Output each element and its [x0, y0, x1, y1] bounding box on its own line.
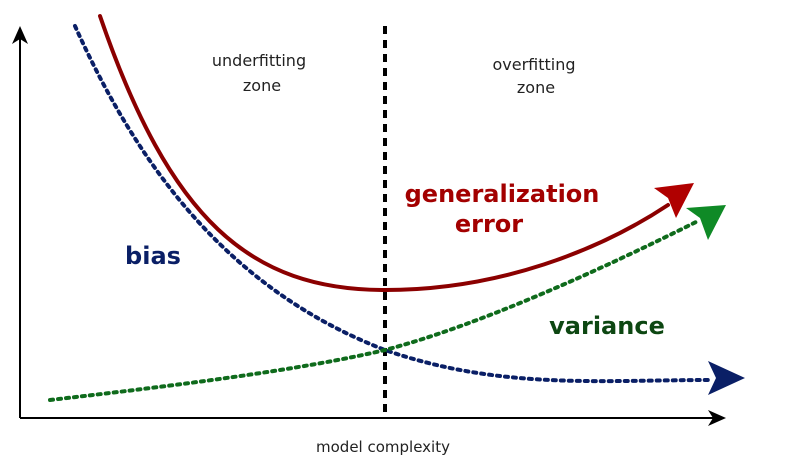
generalization-error-label-line2: error [455, 210, 523, 238]
underfitting-zone-label-line2: zone [243, 76, 281, 95]
generalization-error-curve [98, 14, 670, 293]
bias-label: bias [125, 242, 181, 270]
overfitting-zone-label-line2: zone [517, 78, 555, 97]
underfitting-zone-label: underfitting [212, 51, 306, 70]
bias-curve [73, 24, 714, 384]
x-axis-label: model complexity [316, 438, 450, 456]
variance-arrow-icon [686, 205, 726, 240]
generalization-error-label: generalization [405, 180, 600, 208]
x-axis-arrow-icon [708, 410, 726, 426]
variance-curve [48, 220, 698, 402]
y-axis-arrow-icon [12, 26, 28, 44]
bias-arrow-icon [708, 361, 745, 395]
generalization-error-arrow-icon [654, 183, 694, 218]
overfitting-zone-label: overfitting [492, 55, 575, 74]
variance-label: variance [549, 312, 665, 340]
